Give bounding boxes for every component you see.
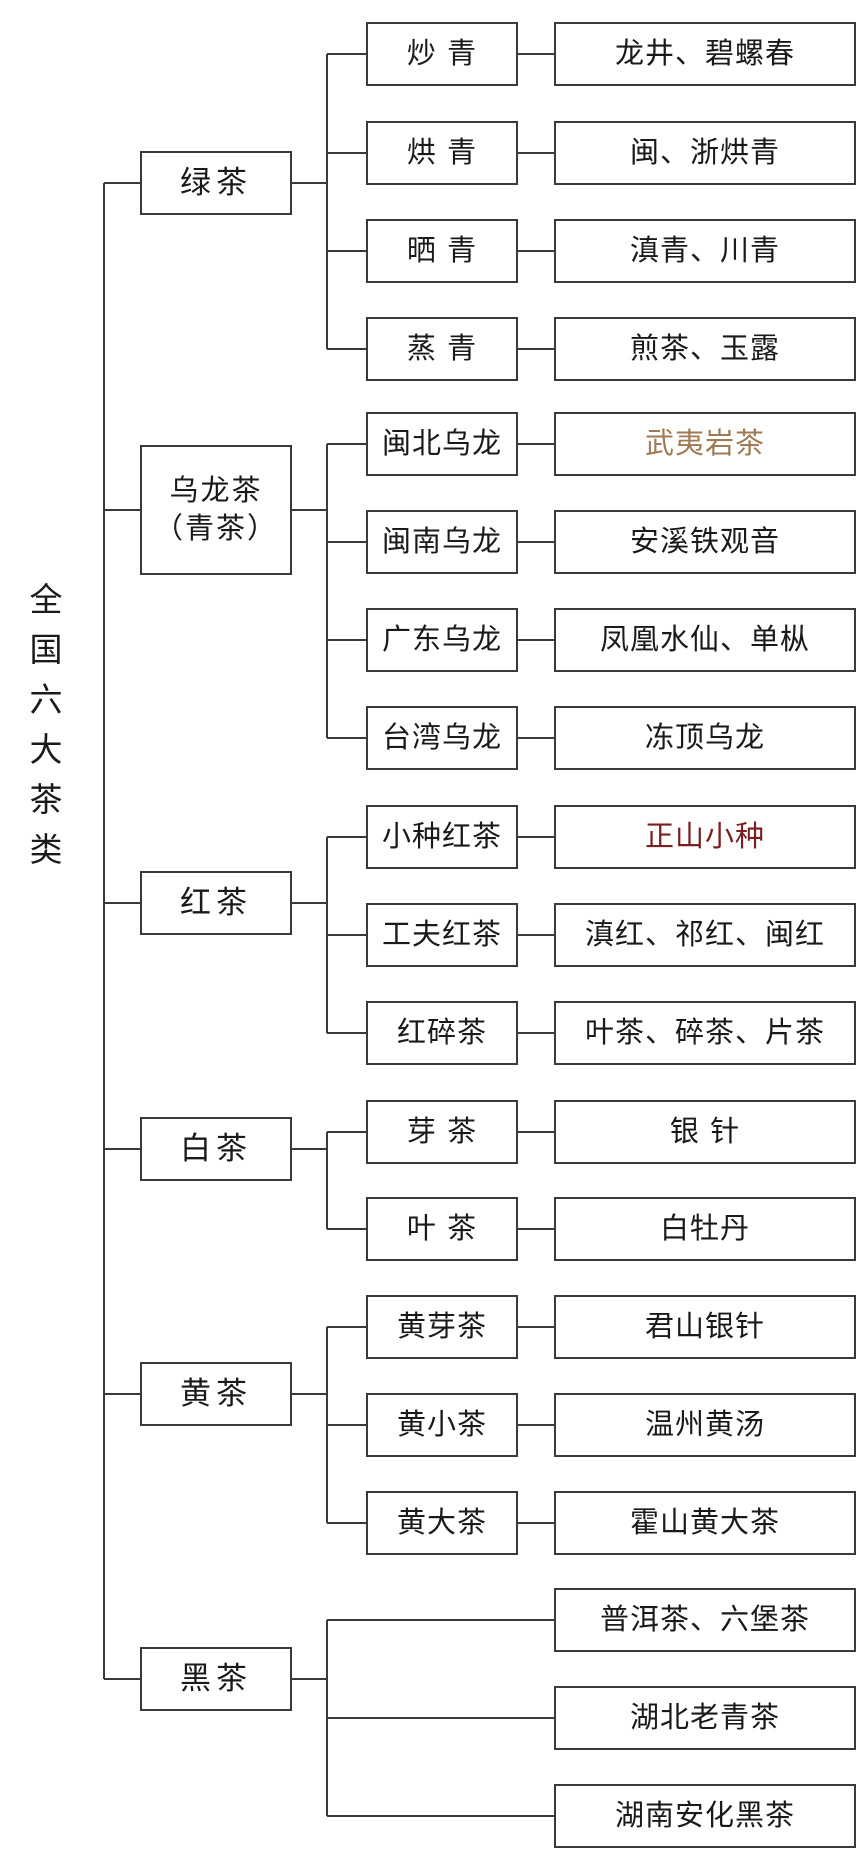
category-box: 白茶 xyxy=(140,1117,292,1181)
example-box: 滇红、祁红、闽红 xyxy=(554,903,856,967)
subcategory-box: 闽北乌龙 xyxy=(366,412,518,476)
root-title: 全国六大茶类 xyxy=(18,575,74,875)
example-box: 白牡丹 xyxy=(554,1197,856,1261)
root-title-char: 大 xyxy=(29,730,63,769)
category-box: 黑茶 xyxy=(140,1647,292,1711)
example-box: 凤凰水仙、单枞 xyxy=(554,608,856,672)
example-box: 龙井、碧螺春 xyxy=(554,22,856,86)
subcategory-box: 闽南乌龙 xyxy=(366,510,518,574)
example-box: 君山银针 xyxy=(554,1295,856,1359)
example-box: 闽、浙烘青 xyxy=(554,121,856,185)
category-label-line: 乌龙茶 xyxy=(169,473,263,508)
subcategory-box: 工夫红茶 xyxy=(366,903,518,967)
example-box: 煎茶、玉露 xyxy=(554,317,856,381)
example-box: 霍山黄大茶 xyxy=(554,1491,856,1555)
example-box: 滇青、川青 xyxy=(554,219,856,283)
subcategory-box: 小种红茶 xyxy=(366,805,518,869)
subcategory-box: 黄芽茶 xyxy=(366,1295,518,1359)
subcategory-box: 叶 茶 xyxy=(366,1197,518,1261)
root-title-char: 全 xyxy=(29,580,63,619)
subcategory-box: 黄小茶 xyxy=(366,1393,518,1457)
subcategory-box: 红碎茶 xyxy=(366,1001,518,1065)
subcategory-box: 黄大茶 xyxy=(366,1491,518,1555)
subcategory-box: 芽 茶 xyxy=(366,1100,518,1164)
example-box: 叶茶、碎茶、片茶 xyxy=(554,1001,856,1065)
subcategory-box: 晒 青 xyxy=(366,219,518,283)
category-box: 红茶 xyxy=(140,871,292,935)
root-title-char: 六 xyxy=(29,680,63,719)
example-box: 银 针 xyxy=(554,1100,856,1164)
example-box: 安溪铁观音 xyxy=(554,510,856,574)
category-box: 乌龙茶（青茶） xyxy=(140,445,292,575)
subcategory-box: 广东乌龙 xyxy=(366,608,518,672)
root-title-char: 类 xyxy=(29,830,63,869)
example-box: 冻顶乌龙 xyxy=(554,706,856,770)
subcategory-box: 烘 青 xyxy=(366,121,518,185)
root-title-char: 茶 xyxy=(29,780,63,819)
example-box: 武夷岩茶 xyxy=(554,412,856,476)
category-label-line: （青茶） xyxy=(153,511,278,545)
example-box: 温州黄汤 xyxy=(554,1393,856,1457)
category-box: 黄茶 xyxy=(140,1362,292,1426)
subcategory-box: 炒 青 xyxy=(366,22,518,86)
category-box: 绿茶 xyxy=(140,151,292,215)
root-title-char: 国 xyxy=(29,630,63,669)
example-box: 正山小种 xyxy=(554,805,856,869)
example-box: 普洱茶、六堡茶 xyxy=(554,1588,856,1652)
example-box: 湖南安化黑茶 xyxy=(554,1784,856,1848)
subcategory-box: 蒸 青 xyxy=(366,317,518,381)
example-box: 湖北老青茶 xyxy=(554,1686,856,1750)
subcategory-box: 台湾乌龙 xyxy=(366,706,518,770)
